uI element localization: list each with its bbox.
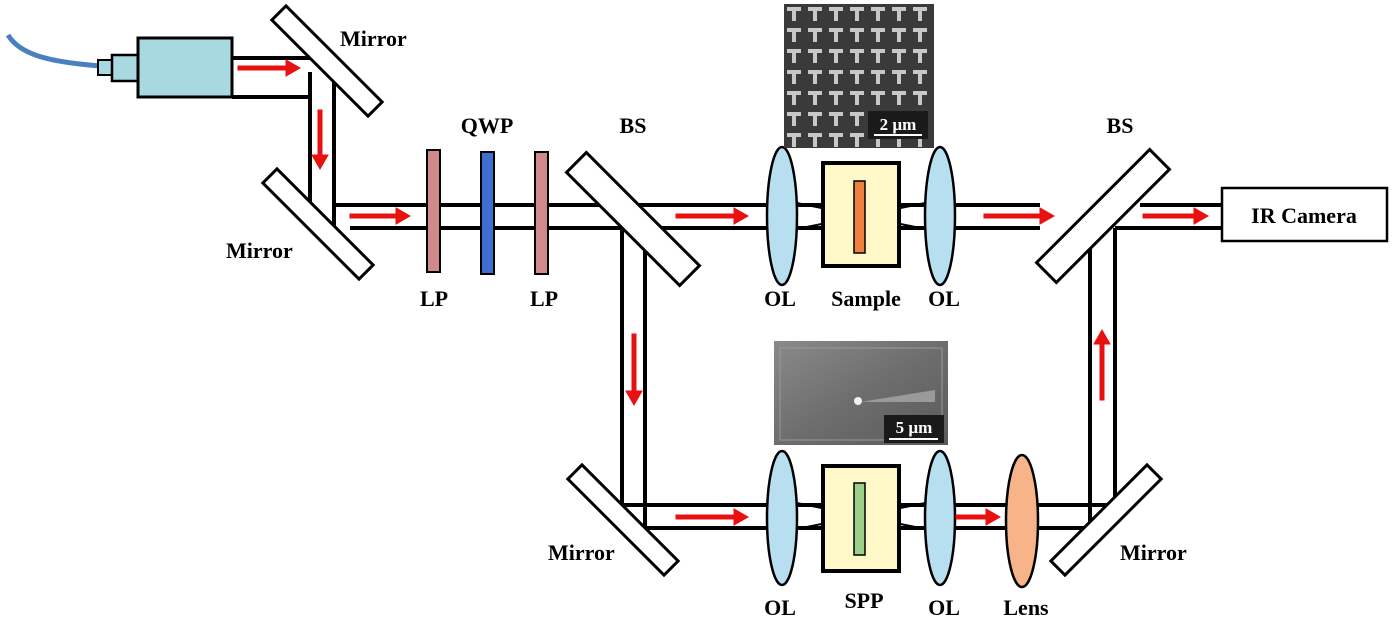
label-bs-left: BS <box>620 113 647 138</box>
scale-label-top: 2 µm <box>880 115 917 134</box>
arrow-to-sample <box>675 207 750 225</box>
label-lp-2: LP <box>530 286 558 311</box>
focusing-lens <box>1004 453 1040 589</box>
spp-arm-lower <box>765 449 1040 589</box>
label-ol-bottom-right: OL <box>928 595 960 620</box>
arrow-down-bs <box>625 333 643 407</box>
propagation-arrows <box>237 59 1210 526</box>
linear-polarizer-1 <box>426 149 441 273</box>
coupling-spot <box>854 397 862 405</box>
beam-to-camera <box>1115 203 1222 230</box>
beam-paths <box>232 56 1222 530</box>
mirror-bottom-left <box>565 462 681 578</box>
beam-vertical-bs-left <box>620 205 647 528</box>
label-lens: Lens <box>1003 595 1049 620</box>
arrow-to-camera <box>1142 207 1210 225</box>
beam-vertical-left <box>308 72 336 228</box>
arrow-laser-out <box>237 59 302 77</box>
sample-arm-upper <box>765 145 957 287</box>
label-spp: SPP <box>844 588 883 613</box>
label-ol-top-left: OL <box>764 286 796 311</box>
spp-strip <box>853 482 866 556</box>
laser-source <box>136 36 234 99</box>
label-sample: Sample <box>831 286 901 311</box>
waveguide-outline <box>779 347 943 441</box>
component-labels: Mirror Mirror QWP LP LP BS BS OL Sample … <box>226 26 1357 620</box>
waveguide-tip <box>860 390 935 402</box>
arrow-to-spp <box>675 508 750 526</box>
arrow-after-sample <box>983 207 1056 225</box>
mirror-left <box>260 166 376 282</box>
label-mirror-bottom-left: Mirror <box>548 540 615 565</box>
arrow-to-lens <box>955 508 1002 526</box>
label-bs-right: BS <box>1107 113 1134 138</box>
scale-label-bottom: 5 µm <box>896 418 933 437</box>
mirror-bottom-right <box>1048 462 1164 578</box>
sem-inset-bottom: 5 µm <box>774 341 948 445</box>
label-mirror-bottom-right: Mirror <box>1120 540 1187 565</box>
ir-camera-box <box>1220 186 1389 243</box>
label-ol-bottom-left: OL <box>764 595 796 620</box>
quarter-wave-plate <box>480 151 495 275</box>
objective-lens-lower-left <box>765 449 799 587</box>
beam-splitter-left <box>564 150 702 288</box>
sem-inset-top: 2 µm <box>784 4 934 148</box>
beam-splitter-right <box>1034 147 1172 285</box>
objective-lens-lower-right <box>923 449 957 587</box>
linear-polarizer-2 <box>534 151 549 275</box>
label-mirror-left: Mirror <box>226 238 293 263</box>
arrow-up-right <box>1093 328 1111 401</box>
arrow-to-polarizers <box>349 207 412 225</box>
label-qwp: QWP <box>461 113 514 138</box>
label-lp-1: LP <box>420 286 448 311</box>
arrow-down-left <box>311 109 329 171</box>
label-ir-camera: IR Camera <box>1251 203 1357 228</box>
beam-vertical-right <box>1088 228 1117 528</box>
laser-nozzle <box>110 53 140 83</box>
objective-lens-upper-left <box>765 145 799 287</box>
fiber-cable <box>5 33 101 69</box>
label-mirror-top: Mirror <box>340 26 407 51</box>
sample-strip <box>853 180 866 254</box>
objective-lens-upper-right <box>923 145 957 287</box>
label-ol-top-right: OL <box>928 286 960 311</box>
mirror-top <box>269 3 385 119</box>
